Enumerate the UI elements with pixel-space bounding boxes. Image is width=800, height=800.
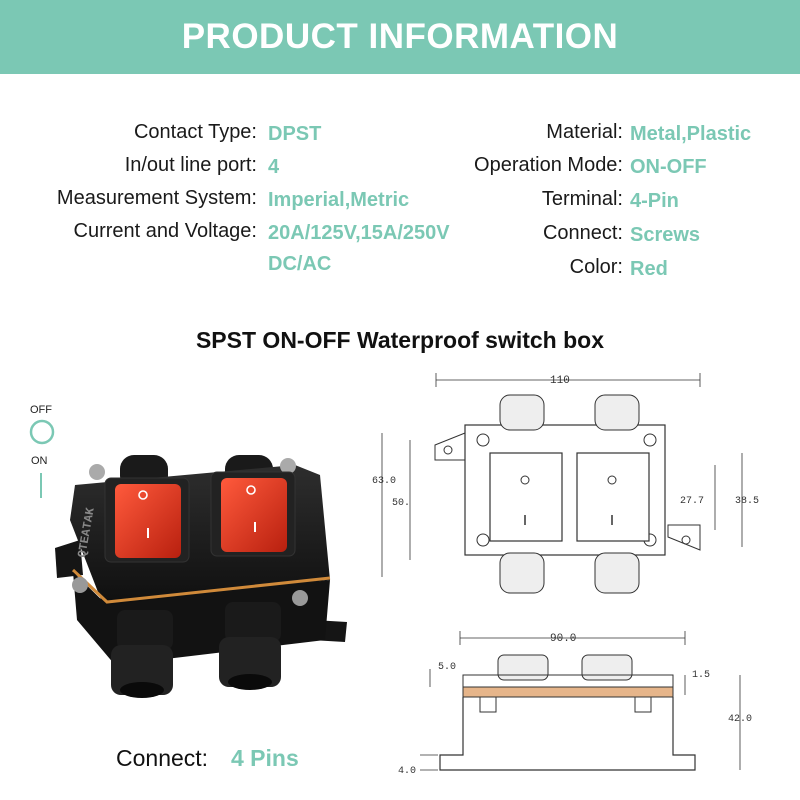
spec-value-color: Red <box>630 258 668 280</box>
dim-body-height: 42.0 <box>728 714 752 725</box>
spec-value-current-type: DC/AC <box>268 253 332 275</box>
dim-inner-height: 50. <box>392 498 410 509</box>
off-circle-icon <box>29 419 55 445</box>
switch-box-photo: QTEATAK <box>55 455 347 698</box>
spec-label-measurement: Measurement System: <box>56 187 257 209</box>
connect-label: Connect: <box>116 745 209 771</box>
spec-value-current-voltage: 20A/125V,15A/250V <box>268 222 450 244</box>
page-title: PRODUCT INFORMATION <box>181 17 619 56</box>
dim-top-width: 110 <box>550 375 570 387</box>
spec-label-color: Color: <box>569 256 623 278</box>
rocker-switch-left <box>115 484 181 558</box>
dim-lid: 5.0 <box>438 662 456 673</box>
section-title: SPST ON-OFF Waterproof switch box <box>195 327 605 353</box>
spec-value-operation-mode: ON-OFF <box>630 156 707 178</box>
dim-switch-height: 27.7 <box>680 496 704 507</box>
off-state-label: OFF <box>30 404 52 416</box>
on-line-icon <box>40 473 42 498</box>
spec-label-material: Material: <box>546 121 623 143</box>
dim-total-height: 63.0 <box>372 476 396 487</box>
spec-label-line-port: In/out line port: <box>124 154 257 176</box>
dim-plate-height: 38.5 <box>735 496 759 507</box>
spec-value-connect: Screws <box>630 224 701 246</box>
top-view-drawing: 110 63.0 50. 27.7 38.5 <box>372 373 759 594</box>
header-banner: PRODUCT INFORMATION <box>0 0 800 74</box>
spec-label-connect: Connect: <box>542 222 623 244</box>
spec-value-contact-type: DPST <box>268 123 322 145</box>
spec-value-terminal: 4-Pin <box>630 190 679 212</box>
cable-gland-left <box>111 610 173 698</box>
rocker-switch-right <box>221 478 287 552</box>
on-state-label: ON <box>31 455 48 467</box>
spec-label-terminal: Terminal: <box>541 188 623 210</box>
connect-value: 4 Pins <box>231 745 299 771</box>
spec-label-operation-mode: Operation Mode: <box>474 154 623 176</box>
dim-base: 4.0 <box>398 766 416 777</box>
side-view-drawing: 90.0 5.0 1.5 42.0 4.0 <box>398 631 752 777</box>
spec-value-measurement: Imperial,Metric <box>268 189 410 211</box>
dim-gasket: 1.5 <box>692 670 710 681</box>
spec-label-current-voltage: Current and Voltage: <box>73 220 257 242</box>
spec-value-material: Metal,Plastic <box>630 123 752 145</box>
spec-label-contact-type: Contact Type: <box>133 121 257 143</box>
spec-value-line-port: 4 <box>268 156 280 178</box>
dim-side-width: 90.0 <box>550 633 576 645</box>
cable-gland-right <box>219 602 281 690</box>
